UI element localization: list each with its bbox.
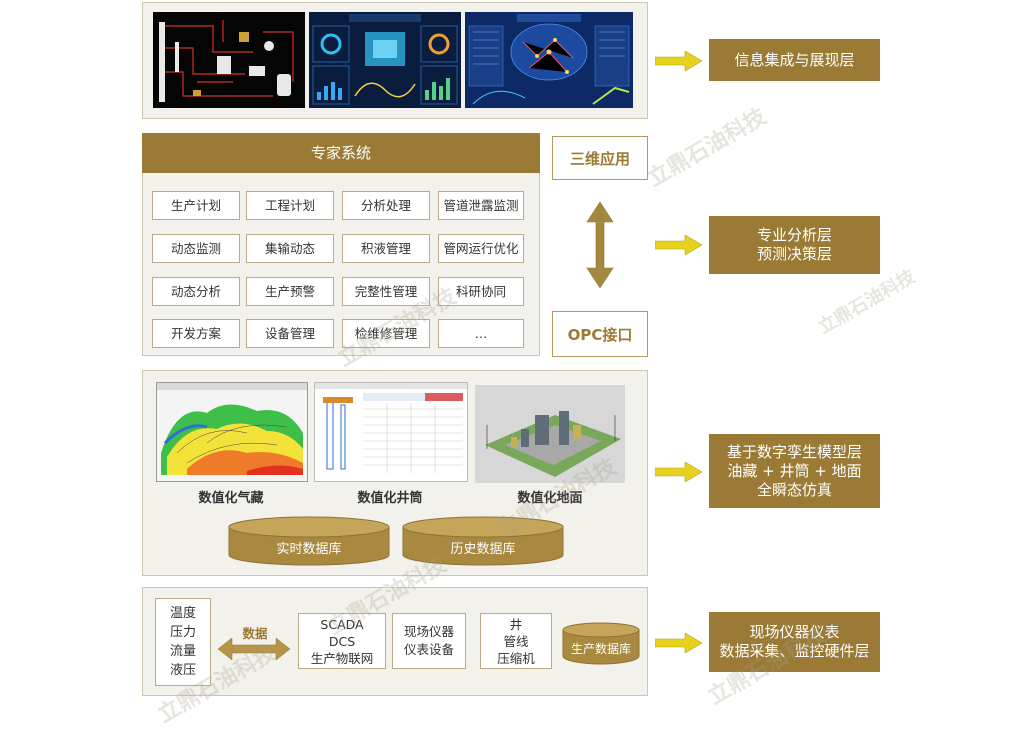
three-d-application-box: 三维应用 bbox=[552, 136, 648, 180]
surface-caption: 数值化地面 bbox=[517, 491, 583, 506]
scada-schematic-thumbnail bbox=[153, 12, 305, 108]
field-hardware-layer-label: 现场仪器仪表 数据采集、监控硬件层 bbox=[709, 612, 880, 672]
arrow-right-icon bbox=[655, 633, 703, 653]
sensor-list-box: 温度 压力 流量 液压 bbox=[155, 598, 211, 686]
expert-module: 生产预警 bbox=[246, 277, 334, 306]
expert-module: 生产计划 bbox=[152, 191, 240, 220]
instruments-box: 现场仪器 仪表设备 bbox=[392, 613, 466, 669]
surface-facility-thumbnail bbox=[475, 385, 625, 483]
history-database-label: 历史数据库 bbox=[450, 542, 516, 557]
watermark-text: 立鼎石油科技 bbox=[643, 104, 771, 192]
expert-module: 分析处理 bbox=[342, 191, 430, 220]
realtime-database-label: 实时数据库 bbox=[276, 542, 342, 557]
wells-box: 井 管线 压缩机 bbox=[480, 613, 552, 669]
expert-system-title: 专家系统 bbox=[142, 133, 540, 173]
wellbore-caption: 数值化井筒 bbox=[357, 491, 423, 506]
arrow-right-icon bbox=[655, 235, 703, 255]
expert-module: 工程计划 bbox=[246, 191, 334, 220]
arrow-right-icon bbox=[655, 462, 703, 482]
expert-module: 管网运行优化 bbox=[438, 234, 524, 263]
expert-module: 集输动态 bbox=[246, 234, 334, 263]
expert-module: 完整性管理 bbox=[342, 277, 430, 306]
expert-module: 动态监测 bbox=[152, 234, 240, 263]
wellbore-model-thumbnail bbox=[314, 382, 468, 482]
vertical-double-arrow-icon bbox=[586, 201, 614, 289]
twin-model-layer-label: 基于数字孪生模型层 油藏 + 井筒 + 地面 全瞬态仿真 bbox=[709, 434, 880, 508]
reservoir-caption: 数值化气藏 bbox=[198, 491, 264, 506]
production-database-label: 生产数据库 bbox=[570, 642, 631, 656]
watermark-text: 立鼎石油科技 bbox=[814, 266, 919, 339]
expert-module: 管道泄露监测 bbox=[438, 191, 524, 220]
opc-interface-box: OPC接口 bbox=[552, 311, 648, 357]
network-map-thumbnail bbox=[465, 12, 633, 108]
expert-module: 动态分析 bbox=[152, 277, 240, 306]
dashboard-thumbnail bbox=[309, 12, 461, 108]
analysis-layer-label: 专业分析层 预测决策层 bbox=[709, 216, 880, 274]
scada-box: SCADA DCS 生产物联网 bbox=[298, 613, 386, 669]
expert-module: 积液管理 bbox=[342, 234, 430, 263]
reservoir-model-thumbnail bbox=[156, 382, 308, 482]
expert-module: … bbox=[438, 319, 524, 348]
presentation-layer-label: 信息集成与展现层 bbox=[709, 39, 880, 81]
arrow-right-icon bbox=[655, 51, 703, 71]
realtime-database-icon bbox=[228, 516, 390, 566]
expert-module: 科研协同 bbox=[438, 277, 524, 306]
history-database-icon bbox=[402, 516, 564, 566]
data-arrow-label: 数据 bbox=[242, 626, 268, 641]
expert-module: 设备管理 bbox=[246, 319, 334, 348]
expert-module: 检维修管理 bbox=[342, 319, 430, 348]
expert-module: 开发方案 bbox=[152, 319, 240, 348]
data-double-arrow-icon bbox=[217, 637, 291, 661]
production-database-icon bbox=[562, 622, 640, 665]
